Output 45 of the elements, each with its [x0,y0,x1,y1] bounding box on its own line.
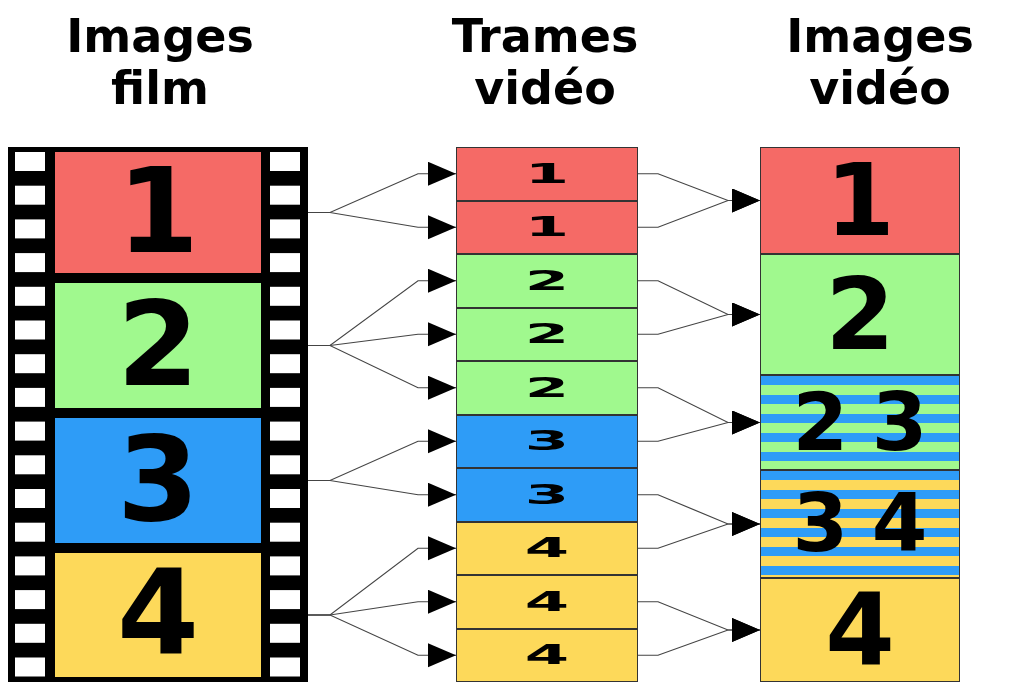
frame-number: 4 [524,534,570,562]
arrow [307,479,457,507]
video-frame [760,254,960,375]
video-frame [760,147,960,254]
arrow [637,618,761,656]
arrow [637,512,761,549]
frame-number: 2 [116,284,200,403]
frame-number: 2 [524,320,570,348]
video-field [456,575,638,629]
frame-number: 1 [524,213,570,241]
video-field [456,468,638,522]
arrow [307,211,457,240]
arrow [637,188,761,228]
video-field [456,200,638,254]
frame-number: 3 [116,419,200,538]
video-field [456,361,638,415]
frame-number: 4 [825,580,895,680]
frame-number: 4 [524,641,570,669]
arrow [307,344,457,400]
video-frame [760,578,960,682]
frame-number: 4 [116,553,200,672]
frame-number: 3 [524,481,570,509]
frame-number: 2 [524,267,570,295]
frame-number: 1 [524,160,570,188]
frame-number: 1 [116,151,200,270]
video-field [456,414,638,468]
column-heading: Images vidéo [785,10,975,114]
frame-number: 4 [524,588,570,616]
column-heading: Trames vidéo [450,10,640,114]
video-field [456,254,638,308]
video-field [456,521,638,575]
frame-number: 3 [524,427,570,455]
video-field [456,628,638,682]
frame-number: 2 [524,374,570,402]
arrow [307,614,457,668]
video-field [456,147,638,201]
frame-number: 3 [871,382,928,463]
column-heading: Images film [65,10,255,114]
arrow [637,410,761,442]
frame-number: 2 [792,382,849,463]
arrow [637,302,761,335]
video-frame [760,375,960,470]
video-field [456,307,638,361]
frame-number: 1 [825,150,895,251]
frame-number: 2 [825,264,895,365]
